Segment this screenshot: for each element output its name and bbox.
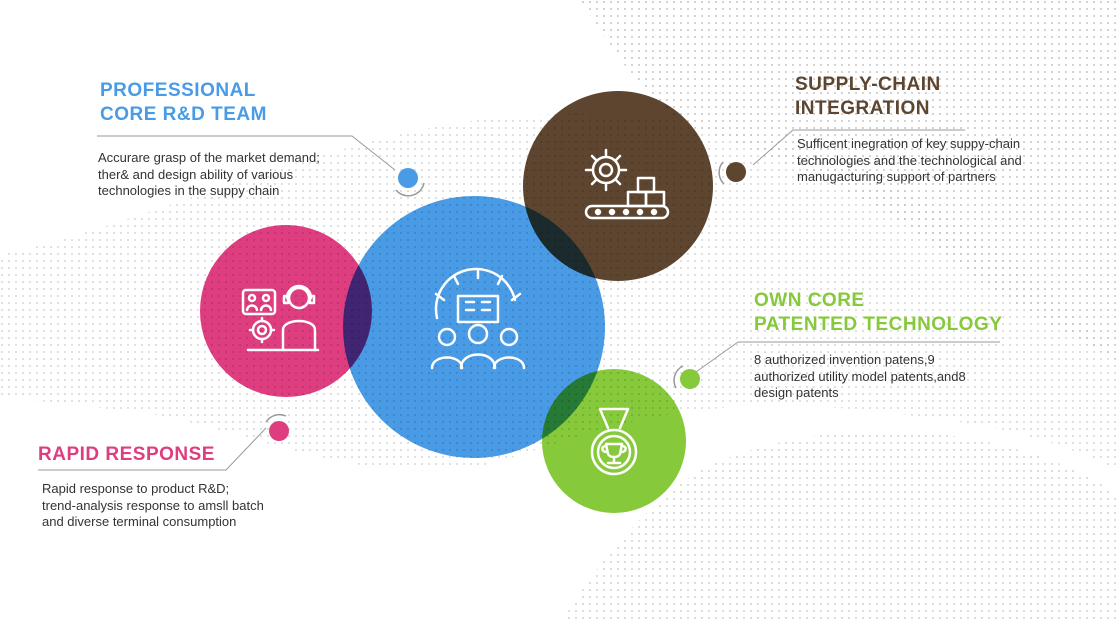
customer-support-icon — [241, 284, 320, 352]
marker-supply — [718, 161, 746, 185]
connector-line-patents — [695, 341, 1000, 373]
connector-line-rapid — [38, 427, 267, 471]
marker-rapid — [265, 413, 289, 441]
description-supply-chain: Sufficent inegration of key suppy-chain … — [797, 136, 1022, 184]
connector-lines — [38, 129, 1000, 471]
title-rapid-response: RAPID RESPONSE — [38, 444, 215, 465]
connector-line-rd — [97, 135, 396, 171]
circle-supply-chain — [523, 91, 713, 281]
marker-rd — [395, 168, 425, 197]
connector-line-supply — [752, 129, 965, 166]
description-rapid-response: Rapid response to product R&D; trend-ana… — [42, 481, 264, 529]
description-patents: 8 authorized invention patens,9 authoriz… — [754, 352, 966, 400]
team-building-icon — [430, 267, 526, 370]
circle-patents — [542, 369, 686, 513]
trophy-medal-icon — [590, 407, 638, 476]
title-supply-chain: SUPPLY-CHAIN INTEGRATION — [795, 74, 941, 119]
description-rd-team: Accurare grasp of the market demand; the… — [98, 150, 320, 198]
title-patents: OWN CORE PATENTED TECHNOLOGY — [754, 290, 1003, 335]
gear-conveyor-icon — [584, 148, 670, 220]
circle-rapid-response — [200, 225, 372, 397]
marker-patents — [673, 365, 700, 389]
title-rd-team: PROFESSIONAL CORE R&D TEAM — [100, 80, 267, 125]
